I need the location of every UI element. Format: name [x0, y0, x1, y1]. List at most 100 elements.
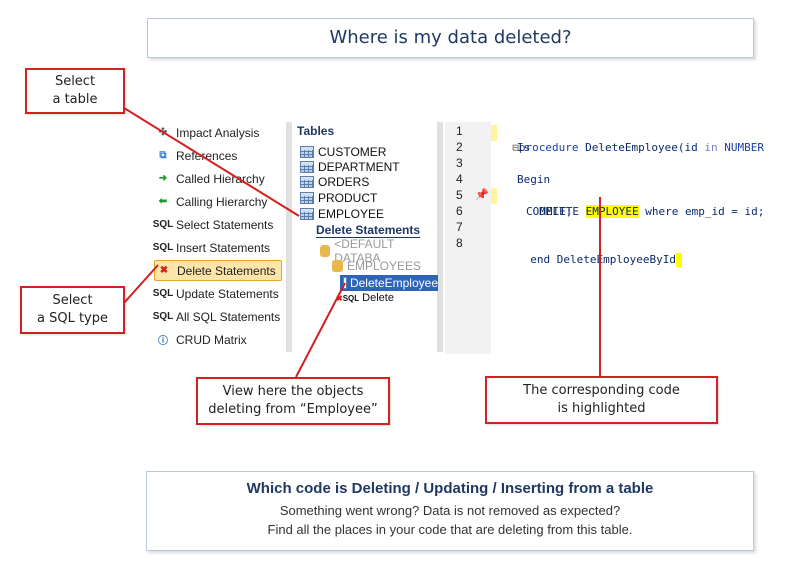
splitter-left[interactable] [286, 122, 292, 352]
table-label: ORDERS [318, 175, 370, 189]
crud-icon: ⓘ [158, 336, 168, 347]
code-line-8: end DeleteEmployeeById [517, 236, 682, 267]
info-line-2: Find all the places in your code that ar… [267, 522, 633, 537]
callout-select-table: Select a table [25, 68, 125, 114]
nav-item-delete-statements[interactable]: ✖ Delete Statements [154, 260, 282, 281]
tree-stmt-label: Delete [362, 292, 394, 304]
table-item-product[interactable]: PRODUCT [300, 190, 377, 206]
line-number: 4 [456, 172, 463, 186]
line-number: 2 [456, 140, 463, 154]
nav-item-select-statements[interactable]: SQL Select Statements [153, 214, 282, 235]
line-number: 6 [456, 204, 463, 218]
code-line-2: Is [517, 141, 531, 154]
connector-select-table [123, 107, 300, 217]
code-line-6: COMMIT; [526, 205, 573, 218]
callout-text: is highlighted [557, 401, 646, 416]
sql-delete-icon: ✖ [159, 265, 169, 276]
text-cursor [675, 253, 682, 267]
tables-heading: Tables [297, 124, 335, 138]
info-line-1: Something went wrong? Data is not remove… [279, 503, 621, 518]
tree-db-label: <DEFAULT DATABA [334, 237, 395, 265]
table-item-employee[interactable]: EMPLOYEE [300, 206, 384, 222]
tree-proc-label: DeleteEmployee [349, 276, 438, 290]
line-number: 1 [456, 124, 463, 138]
nav-item-all-sql-statements[interactable]: SQL All SQL Statements [152, 306, 282, 327]
callout-text: deleting from “Employee” [208, 402, 378, 417]
tree-db-node[interactable]: <DEFAULT DATABA [320, 237, 436, 265]
line-number: 3 [456, 156, 463, 170]
sql-insert-icon: SQL [152, 242, 174, 253]
callout-text: Select [54, 74, 96, 89]
callout-text: The corresponding code [523, 383, 680, 398]
code-keyword: in [704, 141, 718, 154]
tree-proc-node[interactable]: DeleteEmployee [340, 275, 438, 291]
code-line-1: ⊟procedure DeleteEmployee(id in NUMBER [499, 124, 764, 154]
code-text: NUMBER [717, 141, 764, 154]
table-label: PRODUCT [318, 191, 378, 205]
splitter-right[interactable] [437, 122, 443, 352]
highlighted-table-name: EMPLOYEE [585, 205, 639, 218]
page-title: Where is my data deleted? [147, 18, 754, 58]
callout-view-objects: View here the objects deleting from “Empl… [196, 377, 390, 425]
nav-item-references[interactable]: ⧉ References [154, 145, 282, 166]
collapse-toggle-icon[interactable]: ⊟ [512, 141, 519, 154]
table-label: DEPARTMENT [318, 160, 400, 174]
code-line-4: Begin [517, 173, 551, 186]
code-text: DELETE [539, 205, 586, 218]
table-item-orders[interactable]: ORDERS [300, 174, 369, 190]
code-text: end DeleteEmployeeById [530, 253, 676, 266]
code-line-5: DELETE EMPLOYEE where emp_id = id; [526, 188, 764, 218]
bookmark-pin-icon[interactable]: 📌 [475, 188, 489, 201]
sql-all-icon: SQL [152, 311, 174, 322]
analysis-nav: ✣ Impact Analysis ⧉ References ➜ Called … [150, 122, 284, 352]
callout-text: View here the objects [222, 384, 364, 399]
table-icon [300, 146, 314, 158]
table-item-department[interactable]: DEPARTMENT [300, 159, 400, 175]
table-icon [300, 176, 314, 188]
code-text: DeleteEmployee(id [578, 141, 705, 154]
tree-schema-label: EMPLOYEES [347, 259, 422, 273]
table-label: EMPLOYEE [318, 207, 385, 221]
calling-hierarchy-icon: ⬅ [158, 196, 168, 207]
nav-item-update-statements[interactable]: SQL Update Statements [152, 283, 282, 304]
delete-statements-heading: Delete Statements [316, 223, 421, 238]
connector-view-objects [295, 282, 346, 378]
sql-update-icon: SQL [152, 288, 174, 299]
code-text: where emp_id = id; [638, 205, 765, 218]
info-box: Which code is Deleting / Updating / Inse… [146, 471, 754, 551]
nav-item-label: References [176, 148, 238, 163]
callout-text: Select [52, 293, 93, 308]
nav-item-label: Select Statements [176, 217, 274, 232]
change-marker [491, 125, 497, 141]
line-gutter [445, 122, 491, 354]
schema-icon [332, 260, 343, 272]
tree-stmt-node[interactable]: ✖SQL Delete [336, 290, 394, 306]
line-number: 7 [456, 220, 463, 234]
tables-pane: Tables CUSTOMER DEPARTMENT ORDERS PRODUC… [294, 122, 438, 352]
line-number: 8 [456, 236, 463, 250]
references-icon: ⧉ [159, 150, 167, 161]
table-icon [300, 192, 314, 204]
nav-item-calling-hierarchy[interactable]: ⬅ Calling Hierarchy [154, 191, 282, 212]
sql-delete-icon: ✖SQL [336, 293, 360, 303]
info-title: Which code is Deleting / Updating / Inse… [246, 480, 654, 497]
nav-item-label: Update Statements [176, 286, 279, 301]
called-hierarchy-icon: ➜ [158, 173, 168, 184]
code-keyword: procedure [518, 141, 579, 154]
nav-item-crud-matrix[interactable]: ⓘ CRUD Matrix [154, 329, 282, 350]
database-icon [320, 245, 331, 257]
nav-item-label: All SQL Statements [176, 309, 281, 324]
nav-item-label: CRUD Matrix [176, 332, 247, 347]
callout-code-highlighted: The corresponding code is highlighted [485, 376, 718, 424]
table-icon [300, 161, 314, 173]
tree-schema-node[interactable]: EMPLOYEES [332, 258, 421, 274]
table-label: CUSTOMER [318, 145, 387, 159]
connector-select-sql [123, 264, 159, 304]
table-item-customer[interactable]: CUSTOMER [300, 144, 386, 160]
callout-text: a table [52, 92, 98, 107]
nav-item-label: Insert Statements [176, 240, 271, 255]
nav-item-label: Impact Analysis [176, 125, 260, 140]
nav-item-insert-statements[interactable]: SQL Insert Statements [152, 237, 282, 258]
code-editor[interactable] [445, 122, 758, 354]
